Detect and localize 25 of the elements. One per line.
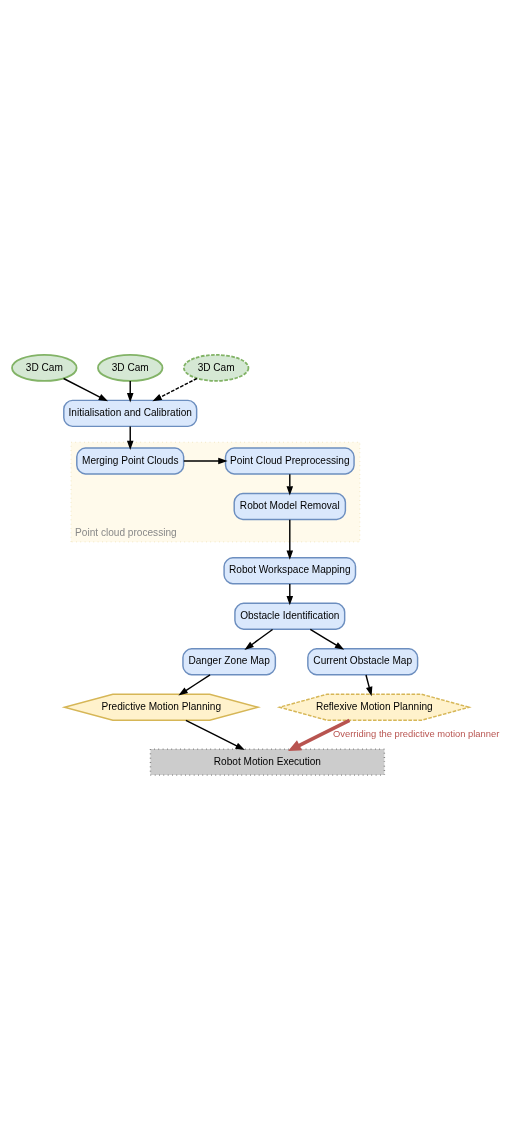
node-box: Merging Point Clouds bbox=[75, 447, 184, 475]
node-ellipse: 3D Cam bbox=[10, 354, 77, 382]
arrow bbox=[184, 719, 245, 751]
edge-label: Overriding the predictive motion planner bbox=[332, 729, 499, 740]
arrow bbox=[243, 628, 273, 650]
node-box: Initialisation and Calibration bbox=[62, 399, 197, 428]
node-box: Point Cloud Preprocessing bbox=[224, 447, 355, 475]
node-box: Robot Model Removal bbox=[233, 492, 346, 521]
node-box: Current Obstacle Map bbox=[306, 648, 418, 676]
node-ellipse: 3D Cam bbox=[96, 354, 163, 382]
arrow bbox=[309, 628, 344, 650]
arrow bbox=[287, 718, 350, 752]
arrow bbox=[62, 377, 108, 402]
arrow bbox=[177, 674, 211, 696]
node-ellipse: 3D Cam bbox=[182, 354, 249, 382]
arrow bbox=[286, 583, 293, 606]
arrow bbox=[151, 377, 198, 402]
arrow bbox=[364, 674, 372, 697]
node-box: Danger Zone Map bbox=[181, 648, 276, 676]
node-box: Robot Motion Execution bbox=[149, 748, 385, 776]
node-box: Obstacle Identification bbox=[233, 602, 345, 630]
node-box: Robot Workspace Mapping bbox=[222, 557, 356, 585]
arrow bbox=[286, 518, 293, 560]
arrow bbox=[286, 473, 293, 496]
arrow bbox=[182, 457, 228, 465]
